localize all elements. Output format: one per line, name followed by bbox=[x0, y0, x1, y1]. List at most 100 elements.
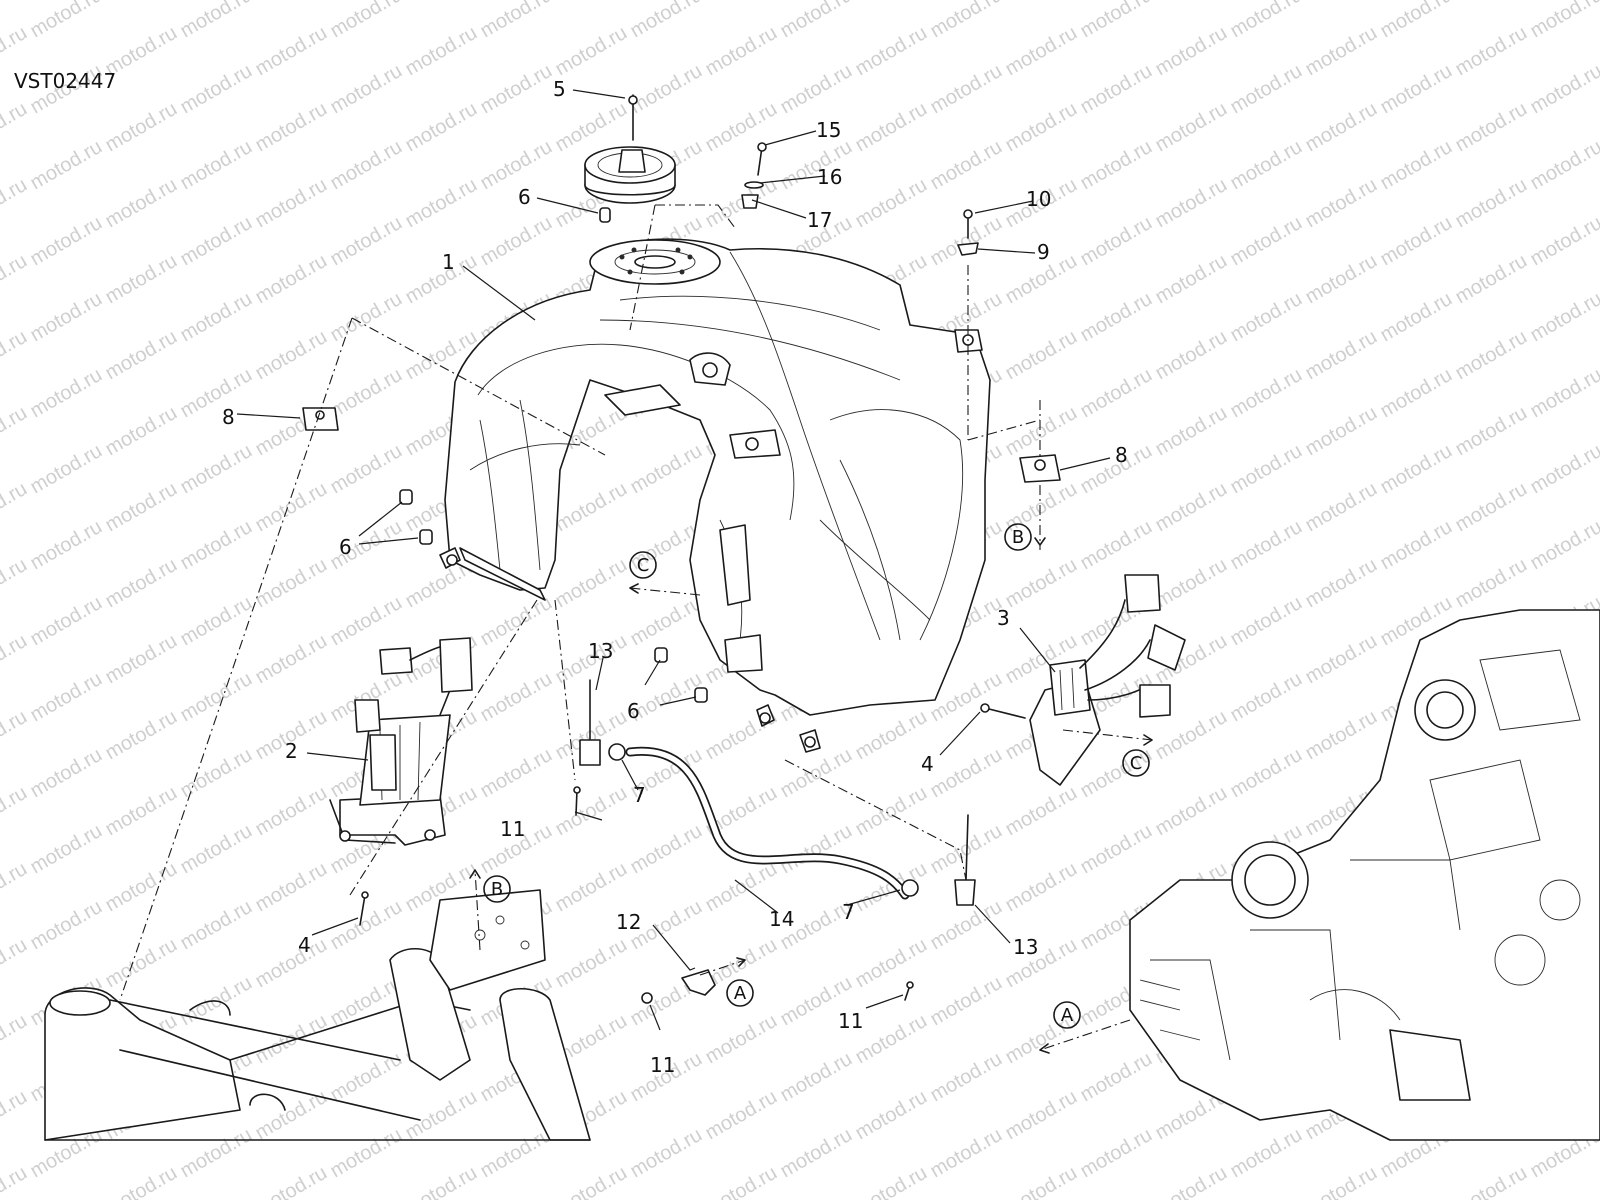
watermark-text: motod.ru bbox=[777, 1124, 856, 1183]
ref-marker-c-left: C bbox=[629, 551, 657, 579]
callout-11: 11 bbox=[500, 817, 525, 841]
watermark-text: motod.ru bbox=[402, 174, 481, 233]
watermark-text: motod.ru bbox=[102, 174, 181, 233]
watermark-text: motod.ru bbox=[777, 820, 856, 879]
watermark-text: motod.ru bbox=[1002, 858, 1081, 917]
callout-7: 7 bbox=[633, 783, 646, 807]
watermark-text: motod.ru bbox=[102, 1162, 181, 1200]
callout-5: 5 bbox=[553, 77, 566, 101]
drawing-code: VST02447 bbox=[14, 69, 116, 93]
watermark-text: motod.ru bbox=[252, 1010, 331, 1069]
watermark-text: motod.ru bbox=[1002, 1162, 1081, 1200]
watermark-text: motod.ru bbox=[1452, 1162, 1531, 1200]
watermark-text: motod.ru bbox=[1227, 440, 1306, 499]
watermark-text: motod.ru bbox=[1077, 212, 1156, 271]
watermark-text: motod.ru bbox=[1377, 516, 1456, 575]
watermark-text: motod.ru bbox=[552, 0, 631, 4]
watermark-text: motod.ru bbox=[627, 440, 706, 499]
watermark-text: motod.ru bbox=[852, 0, 931, 4]
watermark-text: motod.ru bbox=[177, 60, 256, 119]
watermark-text: motod.ru bbox=[252, 1162, 331, 1200]
watermark-text: motod.ru bbox=[177, 516, 256, 575]
watermark-text: motod.ru bbox=[102, 782, 181, 841]
callout-7: 7 bbox=[842, 900, 855, 924]
watermark-text: motod.ru bbox=[1152, 1162, 1231, 1200]
watermark-text: motod.ru bbox=[327, 440, 406, 499]
watermark-text: motod.ru bbox=[252, 630, 331, 689]
watermark-text: motod.ru bbox=[252, 174, 331, 233]
watermark-text: motod.ru bbox=[1527, 440, 1600, 499]
watermark-text: motod.ru bbox=[27, 440, 106, 499]
watermark-text: motod.ru bbox=[927, 136, 1006, 195]
callout-10: 10 bbox=[1026, 187, 1051, 211]
watermark-text: motod.ru bbox=[102, 858, 181, 917]
watermark-text: motod.ru bbox=[927, 1048, 1006, 1107]
watermark-text: motod.ru bbox=[1377, 60, 1456, 119]
watermark-text: motod.ru bbox=[1377, 136, 1456, 195]
watermark-text: motod.ru bbox=[27, 592, 106, 651]
callout-numbers: 5 6 1 8 6 2 4 13 11 7 6 15 16 17 10 9 8 … bbox=[222, 77, 1128, 1077]
watermark-text: motod.ru bbox=[1152, 402, 1231, 461]
callout-12: 12 bbox=[616, 910, 641, 934]
watermark-text: motod.ru bbox=[1152, 174, 1231, 233]
watermark-text: motod.ru bbox=[852, 934, 931, 993]
watermark-text: motod.ru bbox=[852, 174, 931, 233]
ref-marker-c-right: C bbox=[1122, 749, 1150, 777]
watermark-text: motod.ru bbox=[177, 820, 256, 879]
watermark-text: motod.ru bbox=[1002, 98, 1081, 157]
callout-3: 3 bbox=[997, 606, 1010, 630]
watermark-text: motod.ru bbox=[102, 630, 181, 689]
watermark-text: motod.ru bbox=[1077, 1124, 1156, 1183]
engine bbox=[1129, 609, 1600, 1141]
callout-9: 9 bbox=[1037, 240, 1050, 264]
watermark-text: motod.ru bbox=[1377, 440, 1456, 499]
watermark-text: motod.ru bbox=[627, 592, 706, 651]
callout-13: 13 bbox=[588, 639, 613, 663]
callout-15: 15 bbox=[816, 118, 841, 142]
watermark-text: motod.ru bbox=[27, 364, 106, 423]
svg-text:A: A bbox=[1061, 1005, 1074, 1026]
fittings bbox=[302, 142, 1061, 1004]
watermark-text: motod.ru bbox=[1377, 364, 1456, 423]
watermark-text: motod.ru bbox=[1227, 0, 1306, 42]
watermark-text: motod.ru bbox=[1302, 22, 1381, 81]
callout-6: 6 bbox=[627, 699, 640, 723]
watermark-text: motod.ru bbox=[1227, 516, 1306, 575]
watermark-text: motod.ru bbox=[852, 98, 931, 157]
watermark-text: motod.ru bbox=[477, 60, 556, 119]
watermark-text: motod.ru bbox=[0, 630, 31, 689]
watermark-text: motod.ru bbox=[552, 1162, 631, 1200]
ref-marker-a-bracket: A bbox=[726, 979, 754, 1007]
watermark-text: motod.ru bbox=[252, 0, 331, 4]
watermark-text: motod.ru bbox=[1302, 250, 1381, 309]
watermark-text: motod.ru bbox=[1527, 212, 1600, 271]
svg-text:C: C bbox=[1130, 753, 1143, 774]
callout-6: 6 bbox=[518, 185, 531, 209]
watermark-text: motod.ru bbox=[1452, 98, 1531, 157]
watermark-text: motod.ru bbox=[702, 1086, 781, 1145]
watermark-text: motod.ru bbox=[777, 1048, 856, 1107]
watermark-text: motod.ru bbox=[1002, 402, 1081, 461]
watermark-text: motod.ru bbox=[0, 174, 31, 233]
watermark-text: motod.ru bbox=[477, 592, 556, 651]
watermark-text: motod.ru bbox=[252, 858, 331, 917]
watermark-text: motod.ru bbox=[102, 706, 181, 765]
watermark-text: motod.ru bbox=[1527, 364, 1600, 423]
watermark-text: motod.ru bbox=[1002, 22, 1081, 81]
watermark-text: motod.ru bbox=[1452, 478, 1531, 537]
watermark-text: motod.ru bbox=[0, 250, 31, 309]
watermark-text: motod.ru bbox=[1452, 250, 1531, 309]
watermark-text: motod.ru bbox=[1227, 668, 1306, 727]
watermark-text: motod.ru bbox=[1152, 98, 1231, 157]
watermark-text: motod.ru bbox=[0, 782, 31, 841]
watermark-text: motod.ru bbox=[1302, 0, 1381, 4]
watermark-text: motod.ru bbox=[1452, 402, 1531, 461]
callout-4: 4 bbox=[298, 933, 311, 957]
watermark-text: motod.ru bbox=[102, 0, 181, 4]
watermark-text: motod.ru bbox=[552, 934, 631, 993]
svg-text:C: C bbox=[637, 555, 650, 576]
callout-14: 14 bbox=[769, 907, 794, 931]
svg-text:B: B bbox=[1012, 527, 1024, 548]
watermark-text: motod.ru bbox=[252, 250, 331, 309]
watermark-text: motod.ru bbox=[252, 22, 331, 81]
